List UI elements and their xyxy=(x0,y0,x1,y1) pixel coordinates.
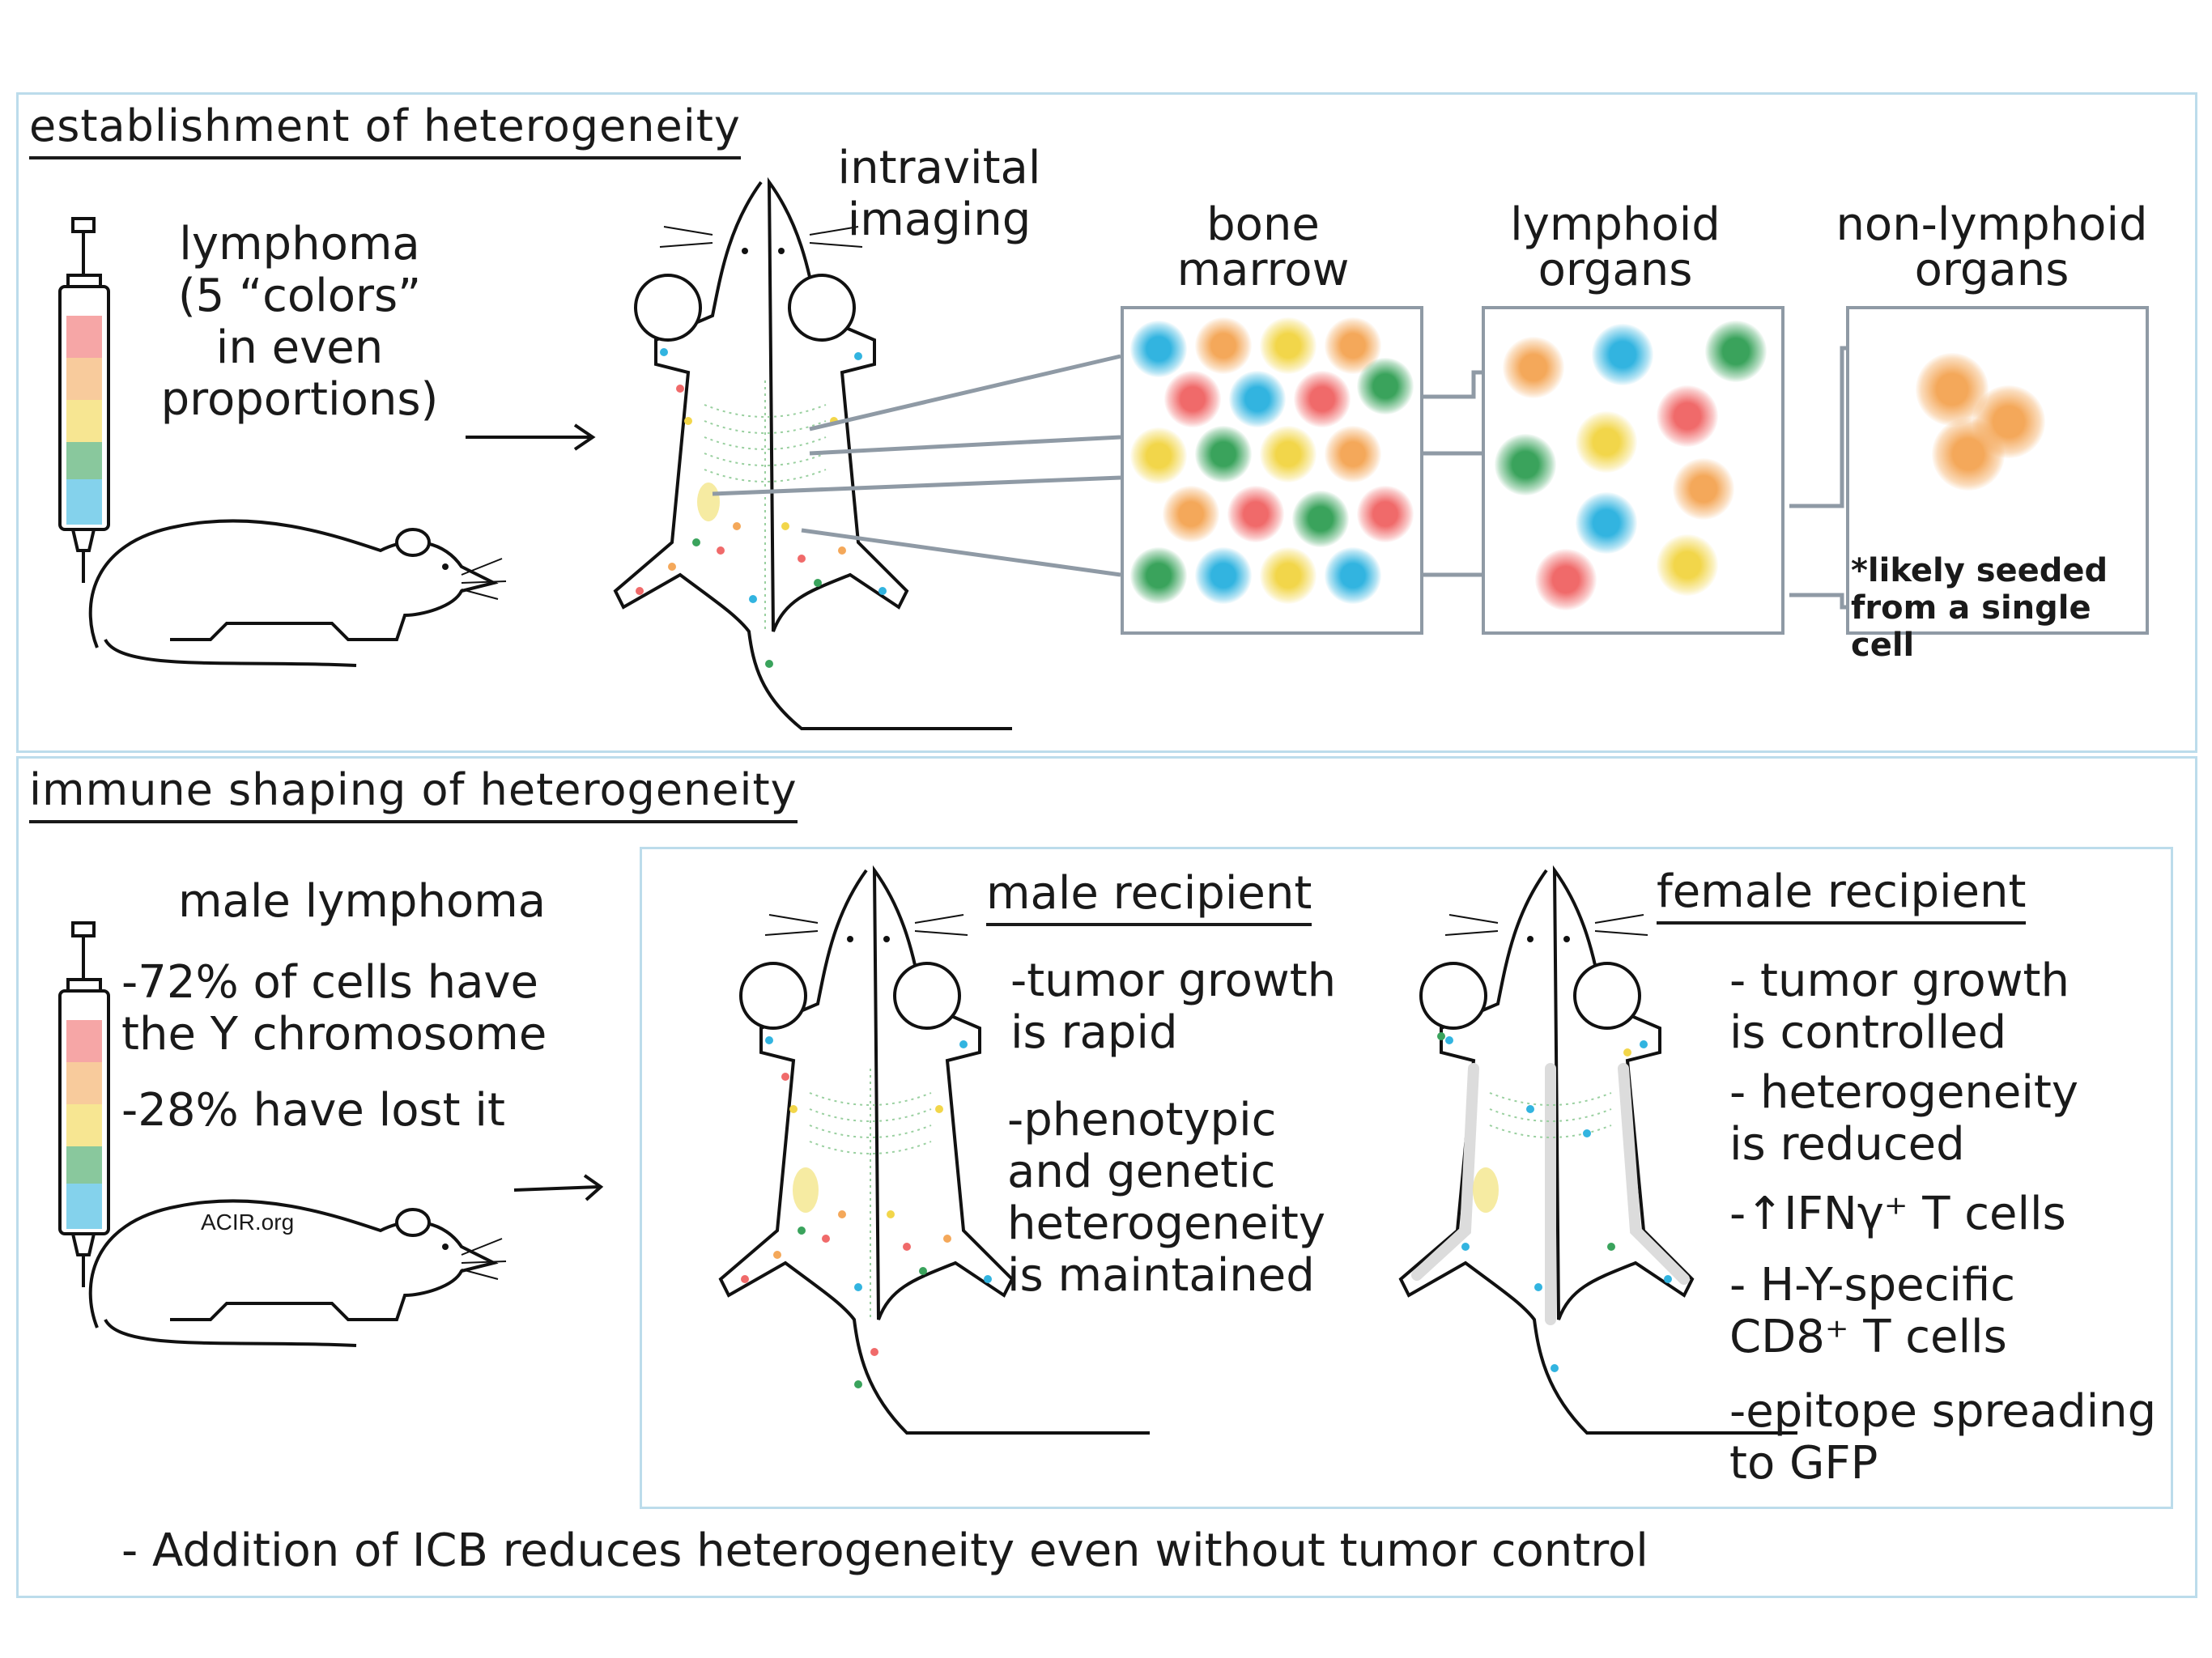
imaging-label: intravital imaging xyxy=(837,142,1041,246)
arrow-right-icon xyxy=(466,423,596,451)
injection-point-y-chromosome: -72% of cells have the Y chromosome xyxy=(121,956,547,1061)
female-recipient-title: female recipient xyxy=(1657,865,2027,925)
female-point-growth: - tumor growth is controlled xyxy=(1729,954,2069,1059)
male-point-growth: -tumor growth is rapid xyxy=(1010,954,1337,1059)
female-recipient-title-text: female recipient xyxy=(1657,865,2027,925)
single-cell-note: *likely seeded from a single cell xyxy=(1851,552,2108,664)
injection-point-lost-y: -28% have lost it xyxy=(121,1084,505,1137)
male-point-heterogeneity: -phenotypic and genetic heterogeneity is… xyxy=(1007,1094,1326,1302)
syringe-icon xyxy=(58,217,110,583)
top-panel-title: establishment of heterogeneity xyxy=(29,100,741,159)
bottom-panel xyxy=(16,756,2197,1598)
male-lymphoma-title: male lymphoma xyxy=(178,875,547,928)
female-point-heterogeneity: - heterogeneity is reduced xyxy=(1729,1066,2079,1171)
female-point-ifn: -↑IFNγ⁺ T cells xyxy=(1729,1188,2066,1240)
syringe-icon xyxy=(58,921,110,1287)
top-panel xyxy=(16,92,2197,753)
arrow-right-icon xyxy=(513,1174,604,1201)
female-point-hy-specific: - H-Y-specific CD8⁺ T cells xyxy=(1729,1259,2016,1363)
recipients-panel xyxy=(640,847,2173,1509)
mouse-top-view-male-icon xyxy=(718,865,1150,1435)
mouse-side-icon xyxy=(88,1199,507,1347)
acir-watermark: ACIR.org xyxy=(201,1209,295,1235)
male-recipient-title: male recipient xyxy=(986,867,1312,926)
male-recipient-title-text: male recipient xyxy=(986,867,1312,926)
mouse-top-view-icon xyxy=(613,176,1012,730)
female-point-epitope: -epitope spreading to GFP xyxy=(1729,1385,2157,1490)
mouse-side-icon xyxy=(88,519,507,667)
bottom-panel-title: immune shaping of heterogeneity xyxy=(29,764,798,823)
mouse-top-view-female-icon xyxy=(1398,865,1797,1435)
lymphoid-organs-label: lymphoid organs xyxy=(1510,198,1721,296)
injection-text: lymphoma (5 “colors” in even proportions… xyxy=(160,218,439,426)
bone-marrow-label: bone marrow xyxy=(1176,198,1350,296)
icb-footnote: - Addition of ICB reduces heterogeneity … xyxy=(121,1524,1648,1577)
non-lymphoid-organs-label: non-lymphoid organs xyxy=(1836,198,2148,296)
